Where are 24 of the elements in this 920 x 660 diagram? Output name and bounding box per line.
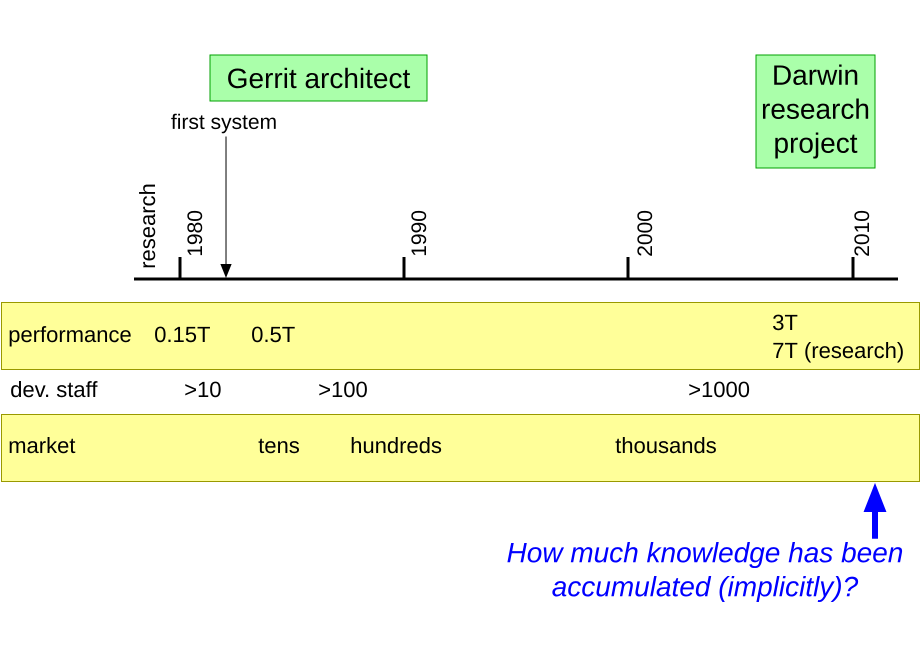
- value-text: 0.15T: [155, 326, 210, 342]
- year-label: 1990: [411, 210, 426, 256]
- band: [1, 414, 920, 482]
- value-text: >100: [319, 382, 367, 398]
- band: [1, 302, 920, 370]
- value-text: tens: [258, 438, 299, 454]
- annotation-text: first system: [171, 114, 276, 134]
- value-text: >10: [185, 382, 221, 398]
- axis-label: research: [139, 184, 156, 268]
- value-text: hundreds: [352, 437, 442, 454]
- row-label: performance: [10, 326, 131, 347]
- year-label: 2000: [637, 210, 652, 256]
- year-label: 1980: [187, 210, 202, 256]
- value-text: thousands: [616, 437, 716, 454]
- question-text: How much knowledge has been accumulated (implicitly)?: [507, 542, 902, 602]
- year-label: 2010: [854, 210, 870, 256]
- value-text: 0.5T: [252, 326, 295, 342]
- label-box: Darwin research project: [756, 54, 876, 168]
- label-box: Gerrit architect: [210, 54, 428, 102]
- value-text: 3T: [773, 314, 798, 330]
- row-label: dev. staff: [11, 381, 98, 398]
- value-text: 7T (research): [773, 342, 903, 363]
- value-text: >1000: [689, 382, 750, 398]
- row-label: market: [10, 437, 76, 454]
